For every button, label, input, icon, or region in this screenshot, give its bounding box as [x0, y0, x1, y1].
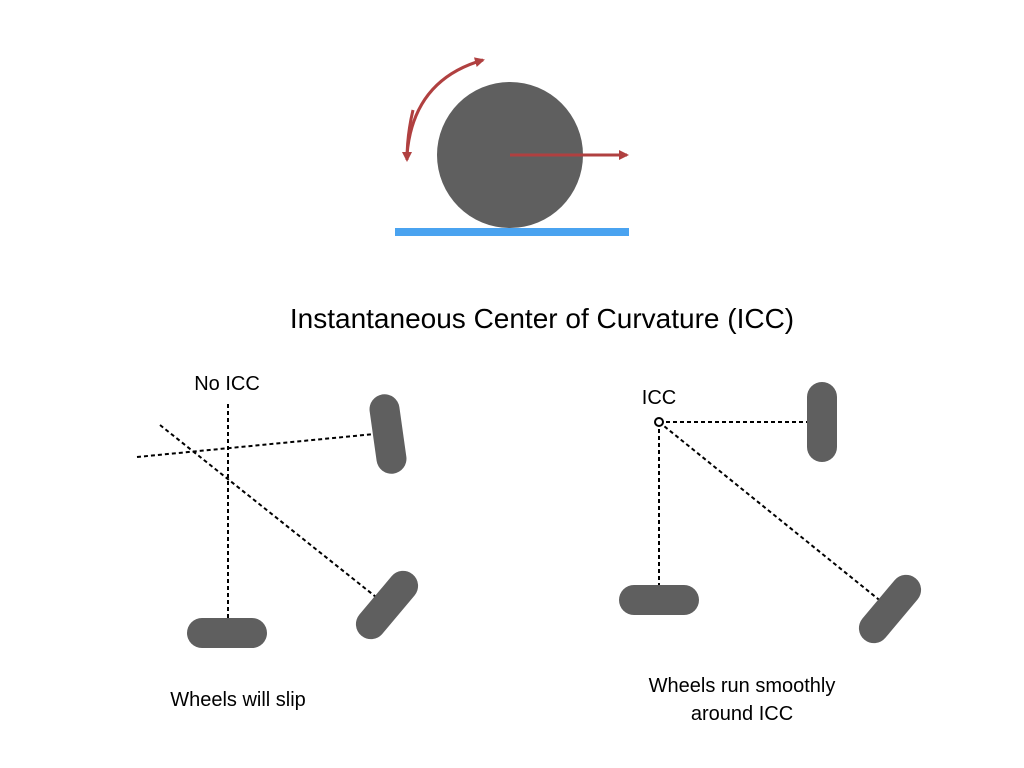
icc-caption-line-2: around ICC — [691, 703, 793, 725]
rolling-wheel-illustration — [395, 57, 629, 236]
right-panel-icc: ICC Wheels run smoothly around ICC — [619, 382, 922, 725]
icc-caption-line-1: Wheels run smoothly — [649, 675, 836, 697]
wheel-angled-right — [858, 574, 922, 644]
wheel-angled — [355, 570, 419, 640]
wheel-top — [369, 394, 407, 474]
axis-line-top-wheel — [136, 432, 386, 458]
axis-line-angled-wheel-right — [658, 421, 889, 608]
no-icc-label: No ICC — [194, 373, 260, 395]
icc-point — [654, 417, 664, 427]
diagram-title: Instantaneous Center of Curvature (ICC) — [290, 303, 794, 334]
wheel-top-right — [807, 382, 837, 462]
no-icc-caption: Wheels will slip — [170, 689, 306, 711]
rotation-arrow-tail-head — [402, 109, 415, 162]
ground-line — [395, 228, 629, 236]
axis-line-angled-wheel — [159, 424, 387, 606]
icc-label: ICC — [642, 387, 676, 409]
wheel-bottom — [187, 618, 267, 648]
left-panel-no-icc: No ICC Wheels will slip — [136, 373, 419, 711]
wheel-bottom-right — [619, 585, 699, 615]
